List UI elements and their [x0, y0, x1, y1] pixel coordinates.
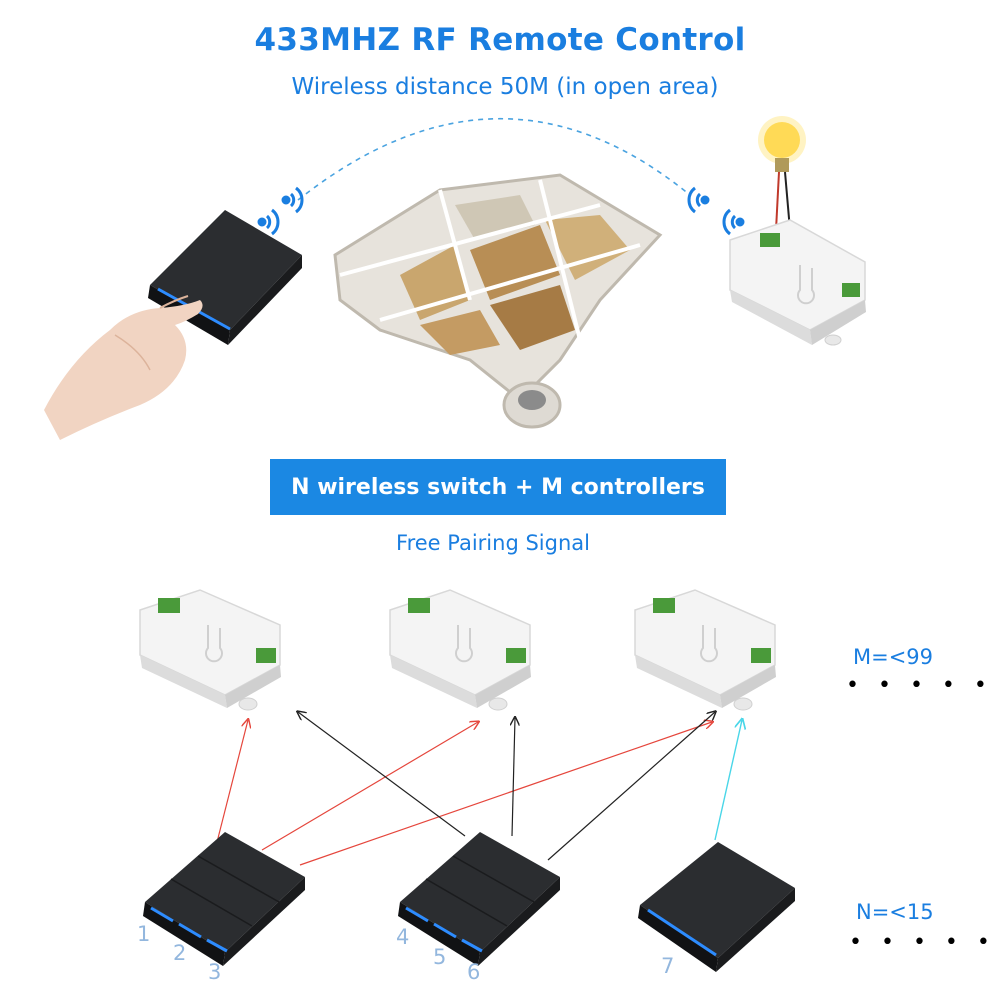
pair-arrow-red [214, 720, 248, 851]
wall-switch-triple-2 [396, 830, 562, 968]
pair-arrow-black [512, 718, 515, 837]
pairing-label: Free Pairing Signal [396, 531, 590, 555]
switch-number: 4 [396, 925, 410, 949]
page-subtitle: Wireless distance 50M (in open area) [291, 74, 719, 100]
receiver-module-2 [389, 589, 532, 711]
light-bulb-icon [758, 116, 806, 231]
switch-number: 6 [467, 960, 481, 984]
signal-icon [687, 186, 710, 214]
ellipsis-dots: • • • • • [846, 673, 993, 698]
pair-arrow-red [299, 722, 712, 866]
receiver-module-3 [634, 589, 777, 711]
pair-arrow-black [547, 712, 715, 861]
controller-count-label: M=<99 [853, 645, 934, 669]
pair-arrow-red [261, 722, 478, 851]
house-floorplan [333, 173, 663, 429]
hand-illustration [44, 295, 203, 440]
signal-icon [281, 186, 304, 214]
page-title: 433MHZ RF Remote Control [254, 22, 746, 58]
mapping-banner: N wireless switch + M controllers [270, 459, 726, 515]
ellipsis-dots: • • • • • [849, 930, 996, 955]
top-illustration [44, 116, 866, 440]
switch-number: 5 [433, 945, 447, 969]
switch-number: 2 [173, 941, 187, 965]
pair-arrow-cyan [714, 720, 742, 841]
wall-switch-triple-1 [141, 830, 307, 968]
pair-arrow-black [298, 712, 466, 837]
wall-switch-single-bottom [638, 842, 795, 972]
switch-number: 7 [661, 954, 675, 978]
signal-icon [257, 208, 280, 236]
signal-icon [722, 208, 745, 236]
switch-count-label: N=<15 [856, 900, 934, 924]
receiver-module-top [729, 219, 866, 346]
switch-number: 3 [208, 960, 222, 984]
switch-number: 1 [137, 922, 151, 946]
receiver-module-1 [139, 589, 282, 711]
